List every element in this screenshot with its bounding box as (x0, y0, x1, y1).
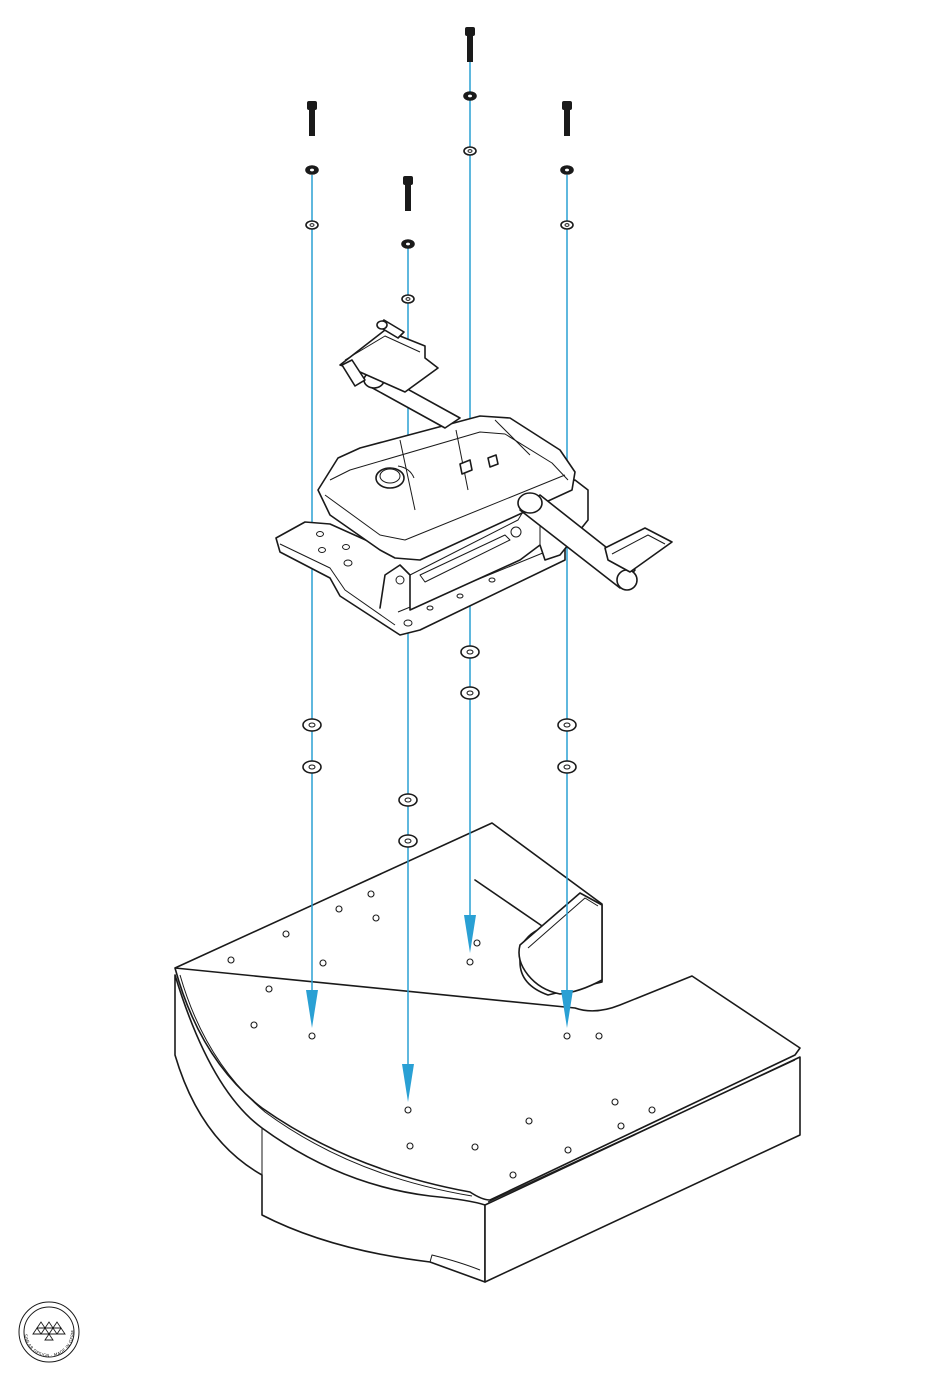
triangle-pattern-seal-icon (33, 1322, 65, 1340)
washer-left-1 (303, 719, 321, 731)
shifter-mechanism (276, 320, 672, 635)
screw-top-center (465, 27, 475, 62)
screws (307, 27, 572, 211)
brand-seal-logo: SIMLAB DESIGN · MADE IN GERMANY (0, 0, 79, 1362)
washer-right-2 (558, 761, 576, 773)
lock-washer-inner-left (402, 240, 414, 248)
flat-washer-inner-left (402, 295, 414, 303)
screw-right (562, 101, 572, 136)
flat-washer-center (464, 147, 476, 155)
base-plate (175, 823, 800, 1282)
washer-right-1 (558, 719, 576, 731)
arrow-center (464, 915, 476, 953)
lock-washer-left (306, 166, 318, 174)
upper-washers (306, 92, 573, 303)
svg-text:SIMLAB DESIGN · MADE IN GERMAN: SIMLAB DESIGN · MADE IN GERMANY (0, 0, 75, 1358)
washer-inner-left-2 (399, 835, 417, 847)
screw-left (307, 101, 317, 136)
lock-washer-right (561, 166, 573, 174)
washer-inner-left-1 (399, 794, 417, 806)
flat-washer-right (561, 221, 573, 229)
washer-center-2 (461, 687, 479, 699)
washer-center-1 (461, 646, 479, 658)
screw-inner-left (403, 176, 413, 211)
lock-washer-center (464, 92, 476, 100)
washer-left-2 (303, 761, 321, 773)
lower-washers (303, 646, 576, 847)
flat-washer-left (306, 221, 318, 229)
